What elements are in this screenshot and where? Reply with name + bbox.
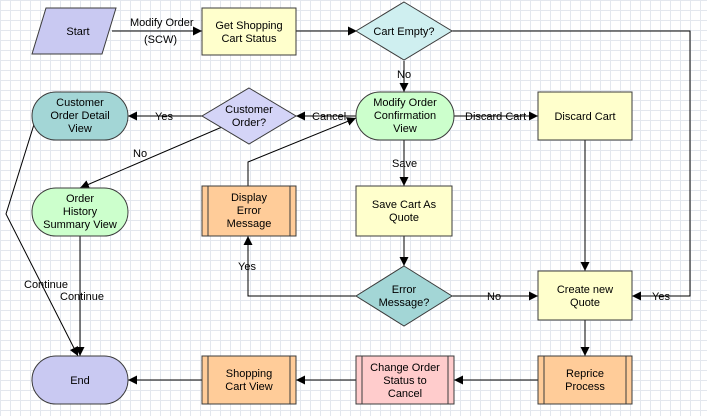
customer-order-detail-line2: Order Detail bbox=[50, 110, 109, 122]
shopping-cart-view-line2: Cart View bbox=[225, 381, 273, 393]
save-cart-quote-line2: Quote bbox=[389, 212, 419, 224]
customer-order-decision[interactable]: Customer Order? bbox=[201, 87, 297, 145]
get-cart-status-line1: Get Shopping bbox=[215, 20, 282, 32]
order-history-line2: History bbox=[63, 206, 98, 218]
save-cart-quote-node[interactable]: Save Cart As Quote bbox=[355, 185, 453, 237]
change-status-node[interactable]: Change Order Status to Cancel bbox=[355, 355, 455, 405]
reprice-node[interactable]: Reprice Process bbox=[537, 355, 633, 405]
edge-label-continue-history: Continue bbox=[60, 291, 104, 303]
customer-order-line1: Customer bbox=[225, 104, 273, 116]
edge-label-no-error: No bbox=[487, 291, 501, 303]
display-error-line1: Display bbox=[231, 192, 268, 204]
edge-label-continue-detail: Continue bbox=[24, 279, 68, 291]
start-label: Start bbox=[66, 26, 89, 38]
start-node[interactable]: Start bbox=[31, 7, 117, 55]
edge-label-yes-error: Yes bbox=[238, 261, 256, 273]
edge-label-modify-order-1: Modify Order bbox=[130, 17, 194, 29]
edge-label-no-history: No bbox=[133, 148, 147, 160]
order-history-node[interactable]: Order History Summary View bbox=[31, 187, 129, 237]
edge-label-cancel: Cancel bbox=[312, 111, 346, 123]
customer-order-detail-node[interactable]: Customer Order Detail View bbox=[31, 91, 129, 141]
edge-customer-order-to-history bbox=[79, 126, 223, 189]
discard-cart-node[interactable]: Discard Cart bbox=[537, 91, 633, 141]
edge-label-discard-cart: Discard Cart bbox=[465, 111, 526, 123]
edge-detail-to-end bbox=[5, 117, 79, 357]
edge-label-yes-detail: Yes bbox=[155, 111, 173, 123]
change-status-line3: Cancel bbox=[388, 388, 422, 400]
error-message-line1: Error bbox=[392, 284, 417, 296]
display-error-line2: Error bbox=[237, 205, 262, 217]
shopping-cart-view-node[interactable]: Shopping Cart View bbox=[201, 355, 297, 405]
display-error-line3: Message bbox=[227, 218, 272, 230]
save-cart-quote-line1: Save Cart As bbox=[372, 199, 437, 211]
edge-display-error-to-modify-view bbox=[247, 117, 357, 186]
customer-order-detail-line1: Customer bbox=[56, 97, 104, 109]
edge-label-no-cart-empty: No bbox=[397, 69, 411, 81]
customer-order-line2: Order? bbox=[232, 117, 266, 129]
edge-error-message-to-display-error bbox=[243, 236, 357, 297]
create-quote-line1: Create new bbox=[557, 284, 613, 296]
modify-order-view-line1: Modify Order bbox=[373, 97, 437, 109]
cart-empty-label: Cart Empty? bbox=[373, 26, 434, 38]
get-cart-status-line2: Cart Status bbox=[221, 33, 277, 45]
get-cart-status-node[interactable]: Get Shopping Cart Status bbox=[201, 7, 297, 56]
modify-order-view-line3: View bbox=[393, 123, 417, 135]
create-quote-node[interactable]: Create new Quote bbox=[537, 270, 633, 321]
modify-order-view-line2: Confirmation bbox=[374, 110, 436, 122]
discard-cart-label: Discard Cart bbox=[554, 111, 615, 123]
change-status-line1: Change Order bbox=[370, 362, 440, 374]
display-error-node[interactable]: Display Error Message bbox=[201, 185, 297, 237]
customer-order-detail-line3: View bbox=[68, 123, 92, 135]
create-quote-line2: Quote bbox=[570, 297, 600, 309]
end-label: End bbox=[70, 375, 90, 387]
reprice-line1: Reprice bbox=[566, 368, 604, 380]
edge-cart-empty-to-create-quote bbox=[451, 30, 691, 301]
reprice-line2: Process bbox=[565, 381, 605, 393]
edge-label-save: Save bbox=[392, 158, 417, 170]
error-message-line2: Message? bbox=[379, 297, 430, 309]
change-status-line2: Status to bbox=[383, 375, 426, 387]
order-history-line1: Order bbox=[66, 193, 94, 205]
edge-label-modify-order-2: (SCW) bbox=[144, 34, 177, 46]
error-message-decision[interactable]: Error Message? bbox=[355, 265, 453, 327]
order-history-line3: Summary View bbox=[43, 219, 117, 231]
end-node[interactable]: End bbox=[31, 355, 129, 405]
modify-order-view-node[interactable]: Modify Order Confirmation View bbox=[355, 91, 455, 141]
cart-empty-decision[interactable]: Cart Empty? bbox=[355, 1, 453, 61]
shopping-cart-view-line1: Shopping bbox=[226, 368, 273, 380]
edge-label-yes-create: Yes bbox=[652, 291, 670, 303]
